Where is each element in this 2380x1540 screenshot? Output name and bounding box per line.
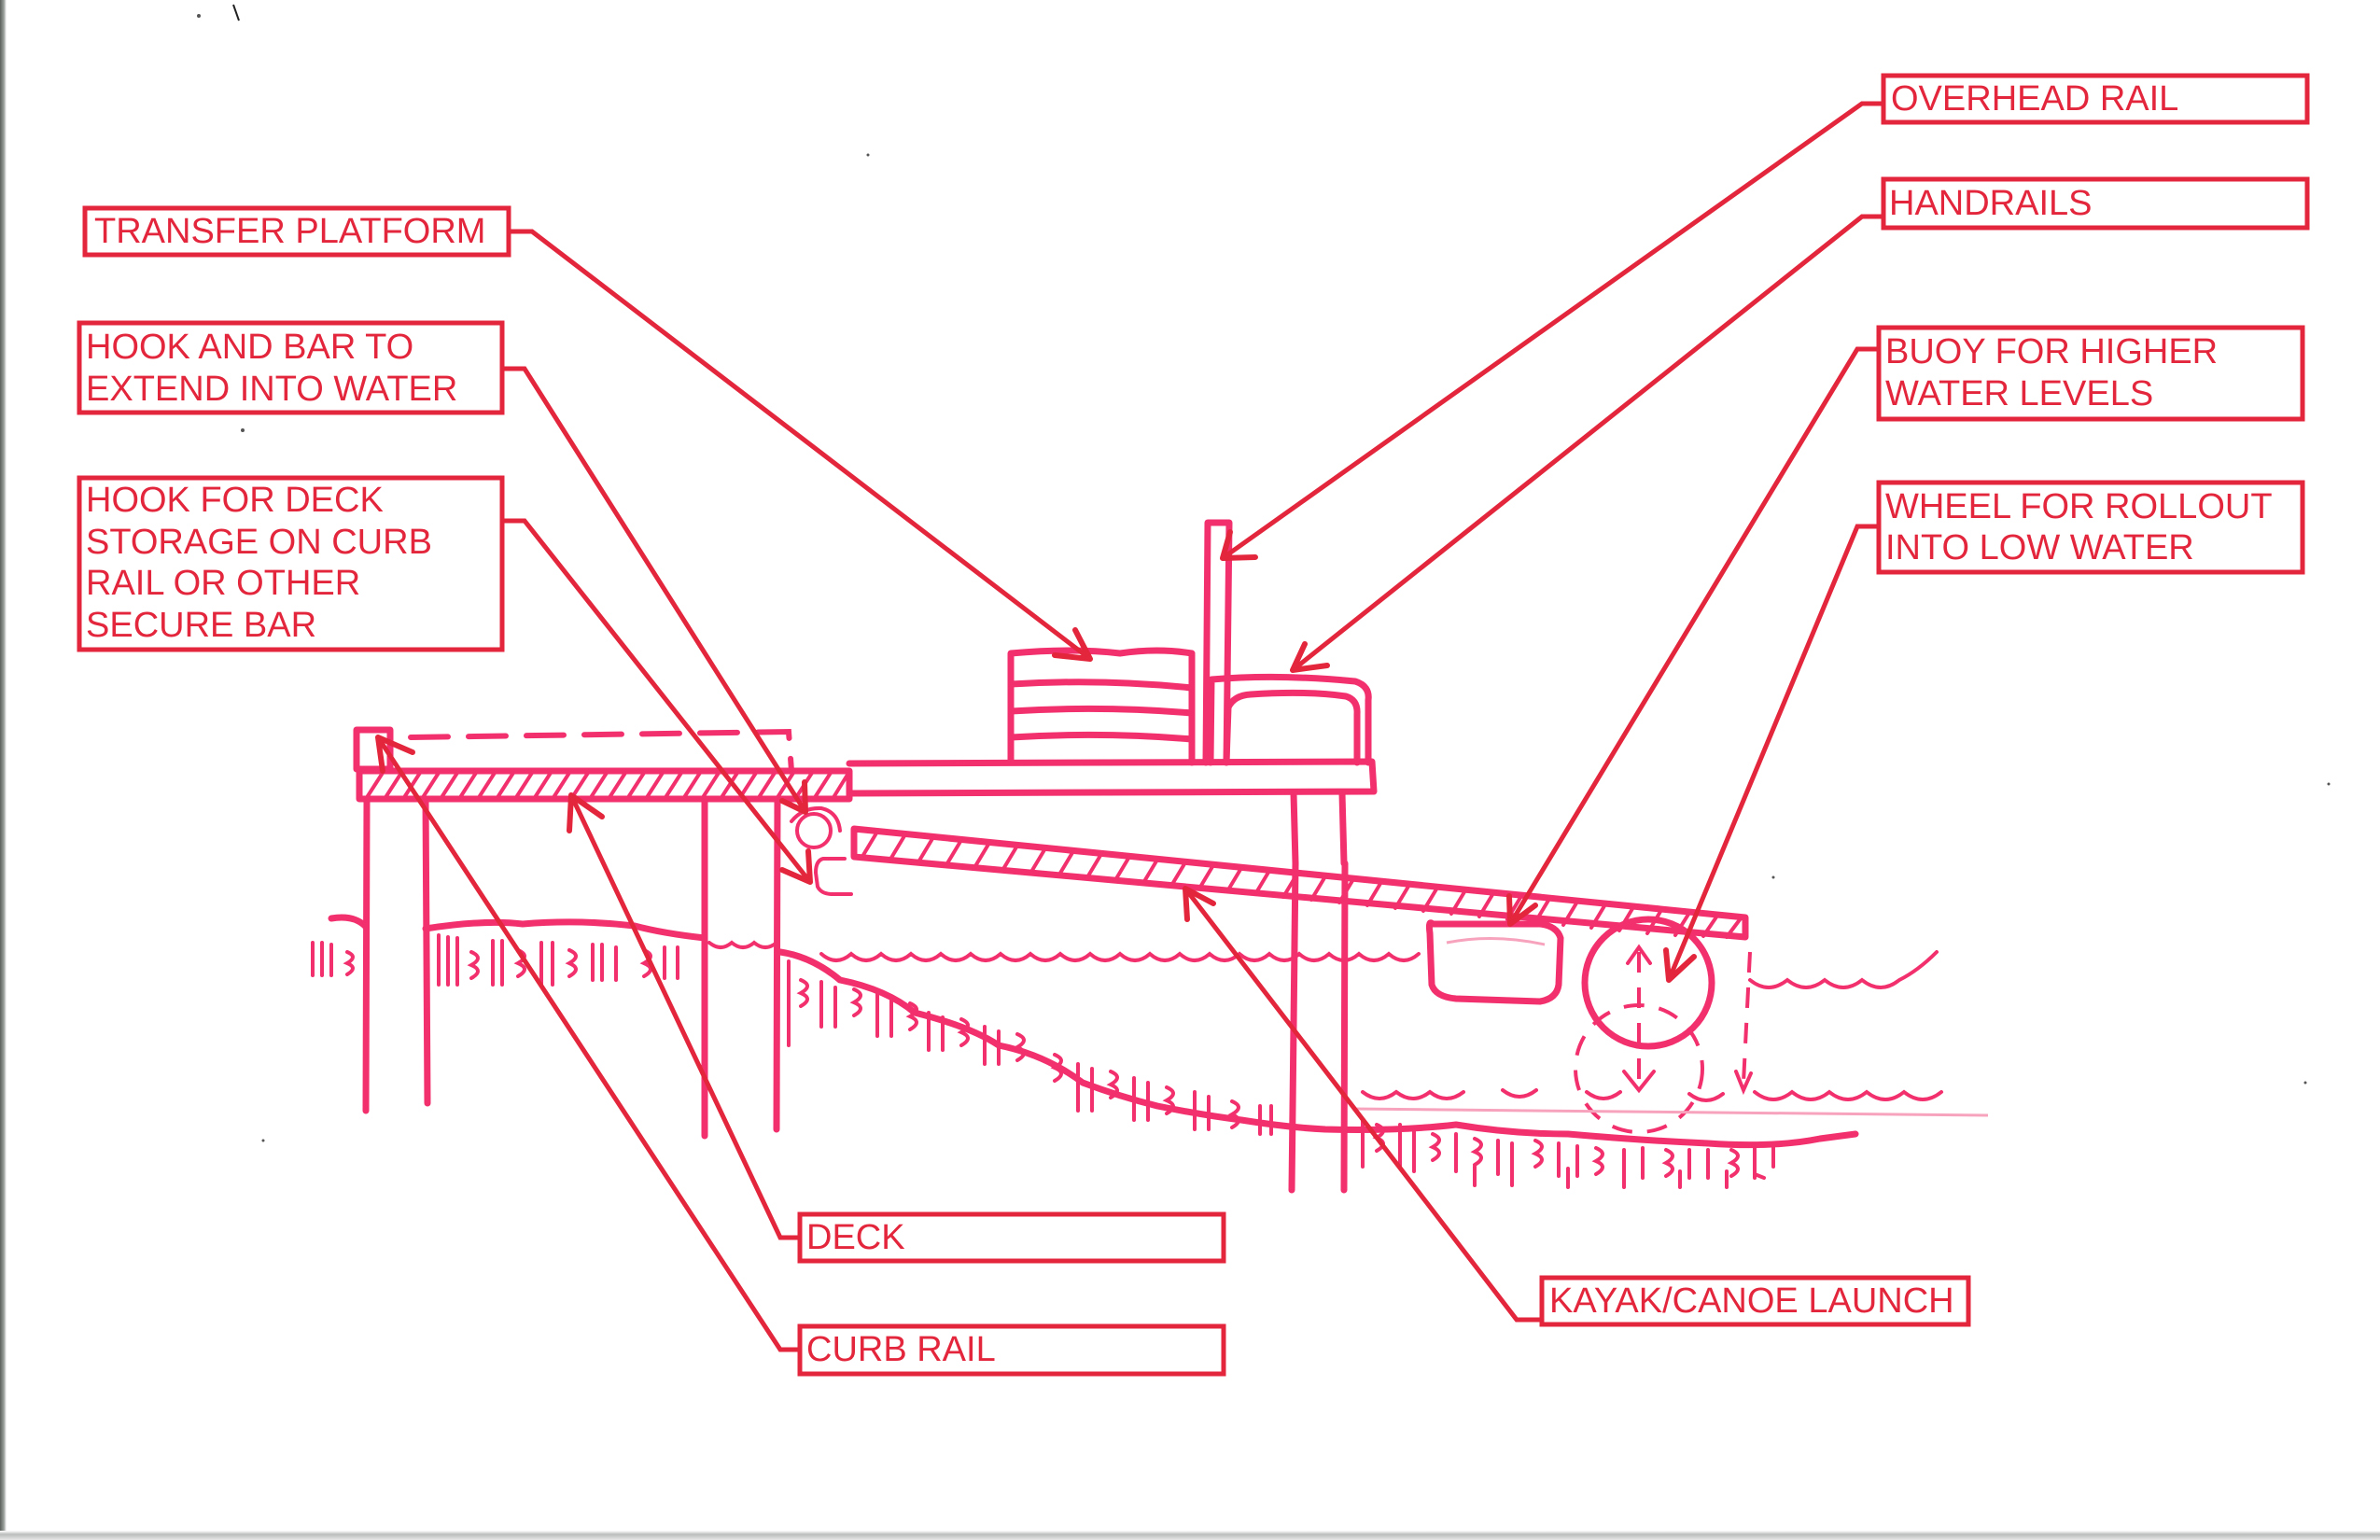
arrowhead-icon — [567, 792, 605, 833]
label-box — [1876, 325, 2305, 422]
leader-line — [502, 366, 808, 814]
arrowhead-icon — [1183, 886, 1216, 922]
leader-line — [1221, 101, 1883, 561]
arrowhead-icon — [1506, 893, 1538, 927]
label-curb-rail: CURB RAIL — [375, 735, 1226, 1377]
piling — [1340, 860, 1349, 1194]
label-text: TRANSFER PLATFORM — [94, 212, 485, 251]
overhead-rail — [1202, 519, 1233, 766]
label-box — [77, 320, 505, 415]
handrails — [1207, 673, 1372, 766]
piling — [422, 795, 431, 1107]
label-wheel: WHEEL FOR ROLLOUT INTO LOW WATER — [1663, 480, 2305, 983]
arrowhead-icon — [1290, 641, 1330, 673]
label-box — [82, 205, 511, 258]
arrowhead-icon — [1220, 529, 1258, 561]
arrowhead-icon — [1052, 627, 1093, 662]
hook-and-bar-ring — [795, 812, 833, 849]
label-text: DECK — [806, 1218, 905, 1257]
label-hook-for-deck: HOOK FOR DECK STORAGE ON CURB RAIL OR OT… — [77, 475, 813, 885]
wheel — [1574, 916, 1753, 1134]
label-text: WHEEL FOR ROLLOUT INTO LOW WATER — [1885, 487, 2281, 567]
label-buoy: BUOY FOR HIGHER WATER LEVELS — [1506, 325, 2305, 927]
label-handrails: HANDRAILS — [1290, 176, 2310, 673]
scan-border-bottom — [0, 1531, 2380, 1540]
label-box — [77, 475, 505, 652]
arrowhead-icon — [375, 735, 415, 774]
piling — [362, 795, 371, 1114]
platform-support-2 — [1338, 790, 1348, 867]
label-text: KAYAK/CANOE LAUNCH — [1549, 1281, 1954, 1321]
lake-bed — [311, 933, 1859, 1189]
lake-bed-texture — [311, 933, 1775, 1189]
leader-line — [1666, 524, 1879, 981]
label-box — [797, 1323, 1226, 1377]
deck-hatching — [364, 771, 849, 801]
leader-line — [375, 735, 800, 1352]
label-deck: DECK — [567, 792, 1226, 1264]
label-kayak-launch: KAYAK/CANOE LAUNCH — [1183, 886, 1971, 1327]
scan-border-left — [0, 0, 7, 1540]
kayak-canoe-launch — [850, 825, 1749, 941]
leader-line — [568, 793, 800, 1240]
leader-line — [1291, 214, 1883, 672]
scan-specks — [197, 4, 2331, 1142]
platform-support-1 — [1290, 790, 1299, 867]
leader-line — [502, 518, 812, 884]
label-text: HOOK FOR DECK STORAGE ON CURB RAIL OR OT… — [86, 481, 441, 645]
pilings — [362, 795, 1349, 1194]
leader-line — [1507, 346, 1879, 926]
label-text: HANDRAILS — [1889, 184, 2093, 223]
label-text: HOOK AND BAR TO EXTEND INTO WATER — [86, 328, 457, 409]
leader-line — [1183, 887, 1542, 1323]
buoy — [1425, 919, 1564, 1005]
deck-plank — [356, 767, 853, 803]
storage-hook — [813, 857, 853, 896]
label-hook-and-bar: HOOK AND BAR TO EXTEND INTO WATER — [77, 320, 808, 815]
label-box — [1539, 1275, 1971, 1327]
label-box — [1881, 73, 2310, 125]
arrowhead-icon — [779, 848, 813, 885]
label-box — [1876, 480, 2305, 575]
label-box — [797, 1211, 1226, 1264]
label-text: OVERHEAD RAIL — [1891, 79, 2178, 119]
arrowhead-icon — [779, 779, 808, 815]
label-text: CURB RAIL — [806, 1330, 996, 1369]
deck-structure — [353, 726, 853, 803]
arrowhead-icon — [1663, 947, 1697, 983]
label-transfer-platform: TRANSFER PLATFORM — [82, 205, 1093, 662]
label-text: BUOY FOR HIGHER WATER LEVELS — [1885, 332, 2228, 413]
hook-assembly — [790, 805, 853, 896]
label-box — [1881, 176, 2310, 231]
curb-rail-outline — [408, 728, 794, 774]
leader-line — [509, 229, 1092, 661]
platform-beam — [846, 758, 1378, 797]
label-overhead-rail: OVERHEAD RAIL — [1220, 73, 2310, 561]
transfer-platform — [1007, 647, 1196, 766]
water-surface — [328, 914, 1989, 1117]
dock-sketch — [311, 519, 1989, 1194]
